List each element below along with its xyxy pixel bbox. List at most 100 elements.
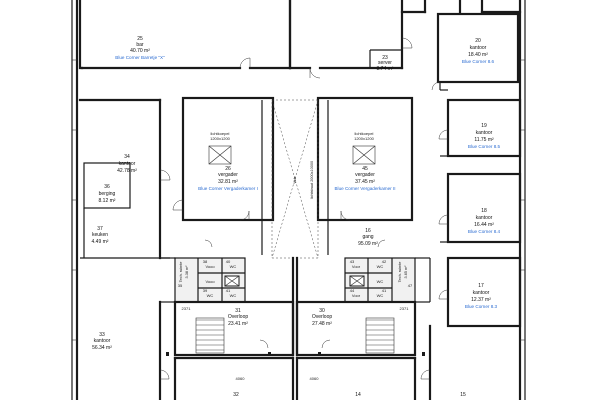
room-tenant: Blue Corner 8.4 xyxy=(468,229,501,234)
room-area: 8.12 m² xyxy=(99,198,116,204)
sanitary-number: 42 xyxy=(382,259,387,264)
room-number: 35 xyxy=(178,283,183,288)
room-number: 30 xyxy=(319,308,325,314)
room-area: 12.37 m² xyxy=(471,297,491,303)
skylight-size: 1200x1200 xyxy=(354,136,375,141)
outer-walls xyxy=(71,0,526,400)
room-number: 47 xyxy=(408,283,413,288)
skylight-label: lichtkoepel xyxy=(211,131,230,136)
room-area: 95.09 m² xyxy=(358,241,378,247)
room-name: kantoor xyxy=(476,215,493,221)
room-number: 37 xyxy=(97,226,103,232)
room-tenant: Blue Corner Barretje "X" xyxy=(115,55,165,60)
room-number: 31 xyxy=(235,308,241,314)
room-area: 23.41 m² xyxy=(228,321,248,327)
sanitary-number: 39 xyxy=(203,288,208,293)
room-number: 19 xyxy=(481,123,487,129)
room-area: 11.75 m² xyxy=(474,137,494,143)
sanitary-label: WC xyxy=(230,293,237,298)
room-tenant: Blue Corner 8.6 xyxy=(462,59,495,64)
atrium-note: lichtstraat 2000x10000 xyxy=(310,161,314,199)
room-tenant: Blue Corner Vergaderkamer I xyxy=(198,186,258,191)
room-name: keuken xyxy=(92,232,108,238)
room-number: 15 xyxy=(460,392,466,398)
doors xyxy=(159,37,449,380)
sanitary-number: 41 xyxy=(226,288,231,293)
sanitary-number: 44 xyxy=(350,288,355,293)
sanitary-number: 40 xyxy=(226,259,231,264)
room-number: 20 xyxy=(475,38,481,44)
room-name: berging xyxy=(99,191,116,197)
room-area: 3.38 m² xyxy=(185,265,189,279)
room-number: 18 xyxy=(481,208,487,214)
sanitary-label: WC xyxy=(377,293,384,298)
atrium xyxy=(261,99,329,259)
sanitary-label: WC xyxy=(230,264,237,269)
room-number: 23 xyxy=(382,55,388,61)
room-tenant: Blue Corner Vergaderkamer II xyxy=(334,186,395,191)
room-name: bar xyxy=(136,42,144,48)
sanitary-label: Voor xyxy=(352,264,361,269)
skylight-label: lichtkoepel xyxy=(355,131,374,136)
room-number: 32 xyxy=(233,392,239,398)
room-number: 36 xyxy=(104,184,110,190)
top-walls xyxy=(78,0,522,328)
room-name: kantoor xyxy=(470,45,487,51)
sanitary-label: WC xyxy=(377,279,384,284)
room-name: Overloop xyxy=(228,314,249,320)
sanitary-label: WC xyxy=(207,293,214,298)
room-area: 37.45 m² xyxy=(355,179,375,185)
central-core xyxy=(174,256,416,357)
bottom-walls xyxy=(158,300,432,400)
room-area: 42.78 m² xyxy=(117,168,137,174)
stair-right xyxy=(365,317,395,354)
room-number: 14 xyxy=(355,392,361,398)
room-tenant: Blue Corner 8.5 xyxy=(468,144,501,149)
room-number: 33 xyxy=(99,332,105,338)
room-name: Tech. ruimte xyxy=(398,262,402,283)
skylight-size: 1200x1200 xyxy=(210,136,231,141)
sanitary-number: 43 xyxy=(350,259,355,264)
sanitary-label: Vooo xyxy=(205,264,215,269)
stair-left xyxy=(195,317,225,354)
room-name: kantoor xyxy=(473,290,490,296)
stairwells xyxy=(160,257,431,357)
room-number: 45 xyxy=(362,166,368,172)
room-name: Tech. ruimte xyxy=(179,262,183,283)
room-area: 16.44 m² xyxy=(474,222,494,228)
door-tag: 4060 xyxy=(236,376,246,381)
sanitary-label: Vooo xyxy=(205,279,215,284)
room-area: 40.70 m² xyxy=(130,48,150,54)
sanitary-number: 41 xyxy=(382,288,387,293)
room-area: 32.81 m² xyxy=(218,179,238,185)
room-area: 18.40 m² xyxy=(468,52,488,58)
room-name: Overloop xyxy=(312,314,333,320)
room-area: 56.34 m² xyxy=(92,345,112,351)
sanitary-label: Voor xyxy=(352,293,361,298)
room-tenant: Blue Corner 8.3 xyxy=(465,304,498,309)
room-number: 34 xyxy=(124,154,130,160)
stair-tag: 2371 xyxy=(400,306,410,311)
room-area: 4.49 m² xyxy=(92,239,109,245)
room-number: 16 xyxy=(365,228,371,234)
meeting-room-walls xyxy=(181,96,414,222)
room-name: vergader xyxy=(218,172,238,178)
sanitary-number: 38 xyxy=(203,259,208,264)
sanitary-label: WC xyxy=(377,264,384,269)
room-number: 26 xyxy=(225,166,231,172)
room-name: kantoor xyxy=(94,338,111,344)
room-number: 25 xyxy=(137,36,143,42)
room-name: vergader xyxy=(355,172,375,178)
stair-tag: 2371 xyxy=(182,306,192,311)
room-area: 3.65 m² xyxy=(404,265,408,279)
door-tag: 4060 xyxy=(310,376,320,381)
room-name: kantoor xyxy=(476,130,493,136)
room-name: kantoor xyxy=(119,161,136,167)
room-area: 3.74 m² xyxy=(377,66,394,72)
room-name: gang xyxy=(362,234,373,240)
room-labels: 25 bar 40.70 m² Blue Corner Barretje "X"… xyxy=(92,36,501,398)
room-name: server xyxy=(378,60,392,66)
room-number: 17 xyxy=(478,283,484,289)
room-area: 27.48 m² xyxy=(312,321,332,327)
